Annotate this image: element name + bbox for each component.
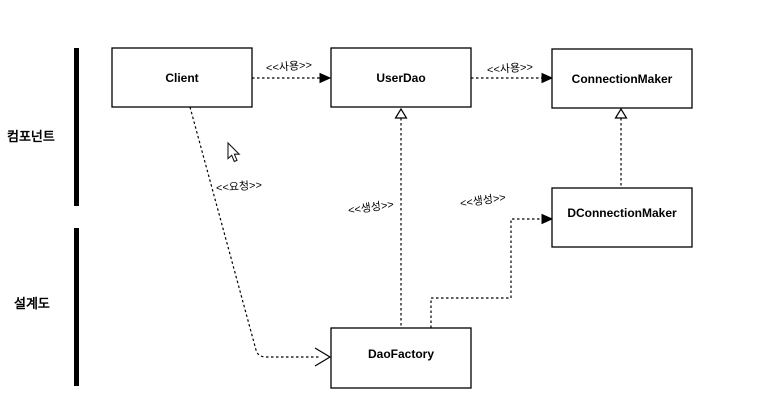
connectionmaker-box-label: ConnectionMaker [572, 72, 673, 86]
dconnectionmaker-box-label: DConnectionMaker [567, 206, 677, 220]
component-section-bar [74, 48, 79, 206]
edge-client-daofactory[interactable] [189, 106, 320, 358]
arrowhead-daofactory-dconnectionmaker [541, 213, 554, 225]
blueprint-section-label: 설계도 [14, 296, 50, 311]
daofactory-box[interactable]: DaoFactory [330, 327, 472, 389]
edge-label-create-1: <<생성>> [347, 198, 394, 217]
arrowhead-client-userdao [319, 72, 332, 84]
userdao-box[interactable]: UserDao [330, 47, 472, 108]
client-box-label: Client [165, 71, 198, 85]
edge-daofactory-dconnectionmaker[interactable] [430, 218, 544, 328]
userdao-box-label: UserDao [376, 71, 425, 85]
open-arrowhead-daofactory [314, 347, 332, 367]
edge-label-use-1: <<사용>> [266, 58, 313, 74]
daofactory-box-label: DaoFactory [368, 347, 434, 361]
dconnectionmaker-box[interactable]: DConnectionMaker [551, 187, 693, 248]
arrowhead-userdao-connectionmaker [541, 72, 554, 84]
connectionmaker-box[interactable]: ConnectionMaker [551, 48, 693, 109]
blueprint-section-bar [74, 228, 79, 386]
edge-label-create-2: <<생성>> [459, 191, 506, 210]
hollow-triangle-userdao [394, 107, 408, 119]
component-section-label: 컴포넌트 [7, 129, 55, 144]
edge-label-request: <<요청>> [216, 178, 263, 194]
mouse-cursor-icon [227, 141, 241, 163]
hollow-triangle-connectionmaker [614, 107, 628, 119]
edge-label-use-2: <<사용>> [487, 60, 534, 76]
client-box[interactable]: Client [111, 47, 253, 108]
